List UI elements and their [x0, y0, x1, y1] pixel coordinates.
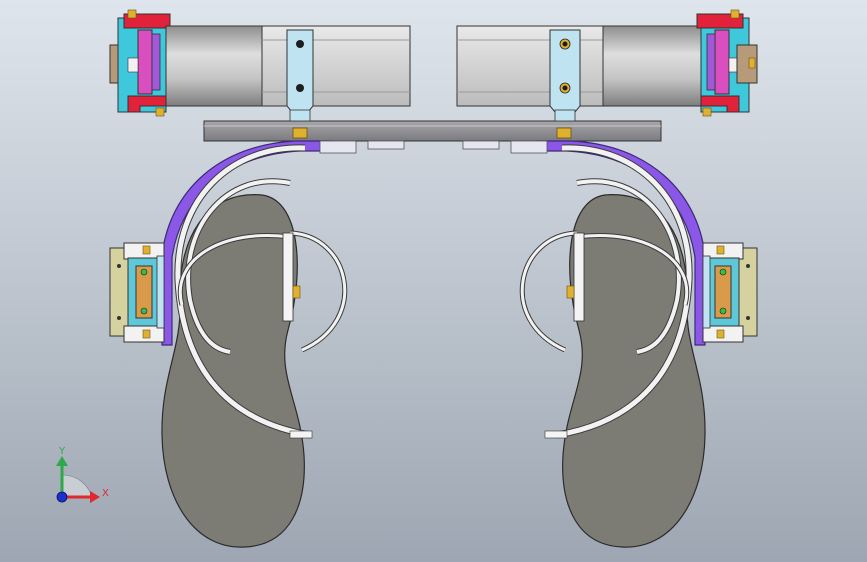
right-arch-arm — [536, 140, 706, 346]
x-axis-arrow — [90, 491, 100, 503]
z-axis-dot — [56, 491, 68, 503]
left-cylinder-assembly — [109, 9, 411, 122]
left-side-clamp — [109, 242, 165, 343]
right-side-clamp — [702, 242, 758, 343]
mounting-plate — [203, 120, 662, 142]
y-axis-label: Y — [58, 446, 66, 457]
left-guide-ribs — [174, 144, 348, 439]
axis-triad[interactable]: Y X — [56, 446, 109, 503]
left-arch-arm — [161, 140, 331, 346]
right-guide-ribs — [519, 144, 693, 439]
plate-brass-right — [556, 127, 572, 139]
right-cylinder-assembly — [456, 9, 758, 122]
y-axis-arrow — [56, 456, 68, 466]
plate-brass-left — [292, 127, 308, 139]
x-axis-label: X — [102, 488, 109, 499]
